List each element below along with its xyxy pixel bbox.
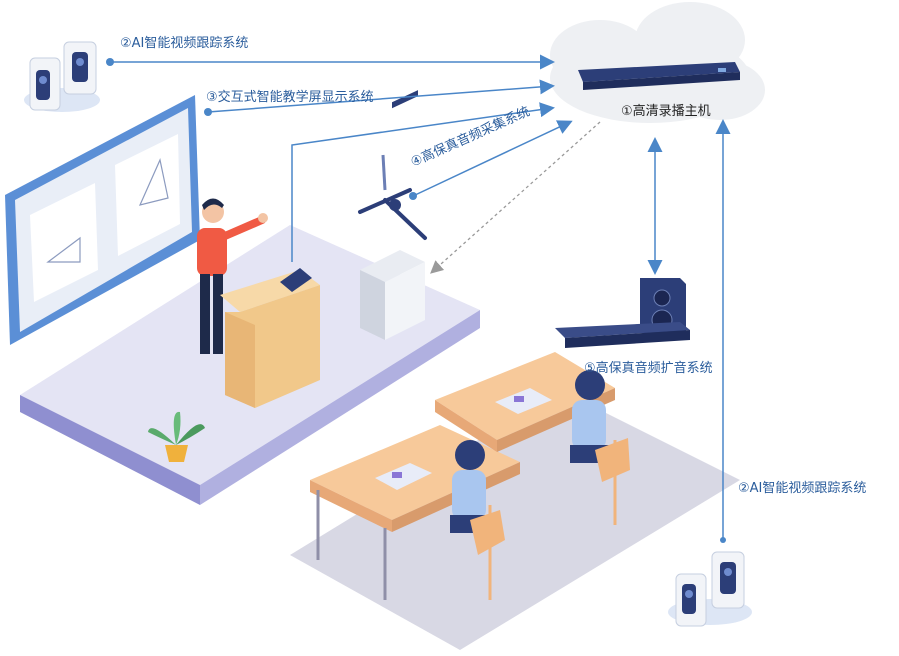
- label-recording-host: ①高清录播主机: [621, 104, 711, 119]
- label-ai-tracking-bottom: ②AI智能视频跟踪系统: [738, 481, 867, 496]
- interactive-whiteboard: [5, 95, 200, 345]
- plant-icon: [148, 411, 205, 462]
- camera-icon: [24, 41, 100, 112]
- podium: [220, 268, 320, 408]
- teacher-figure: [197, 198, 268, 354]
- amplifier-icon: [555, 322, 690, 348]
- server-rack-icon: [360, 90, 425, 340]
- connection-arrows: [106, 54, 731, 543]
- recording-host-icon: [578, 62, 740, 90]
- camera-icon: [668, 551, 752, 627]
- student-figures: [450, 370, 630, 600]
- label-ai-tracking-top: ②AI智能视频跟踪系统: [120, 36, 249, 51]
- label-audio-amplification: ⑤高保真音频扩音系统: [584, 361, 713, 376]
- microphone-icon: [358, 154, 427, 240]
- label-interactive-display: ③交互式智能教学屏显示系统: [206, 90, 374, 105]
